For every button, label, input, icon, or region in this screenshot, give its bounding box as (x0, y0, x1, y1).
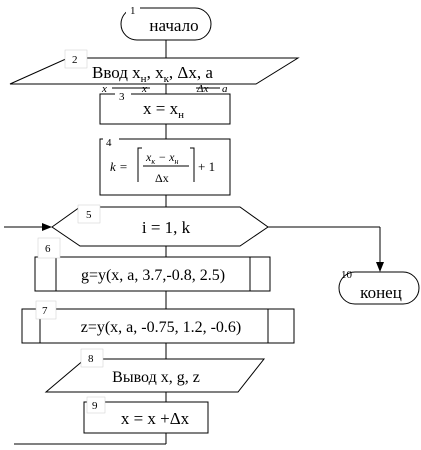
block-number: 7 (42, 305, 48, 317)
formula-lhs: k = (110, 159, 128, 174)
block-number: 5 (86, 209, 92, 221)
compute-z-label: z=y(x, a, -0.75, 1.2, -0.6) (81, 319, 242, 336)
compute-z-rect (21, 308, 295, 344)
block-number-box (77, 204, 101, 224)
block-loop: 5 i = 1, k (51, 204, 269, 247)
block-number-box (103, 136, 119, 150)
block-number-box (35, 300, 57, 320)
ghost-label: Δx (196, 83, 208, 95)
block-number: 4 (106, 137, 112, 149)
block-number: 3 (119, 91, 125, 103)
end-arrow-head (376, 262, 384, 272)
block-compute-z: 7 z=y(x, a, -0.75, 1.2, -0.6) (21, 300, 295, 344)
connectors (4, 40, 384, 445)
block-assign-x: 3 x = xн (99, 90, 231, 125)
block-compute-g: 6 g=y(x, a, 3.7,-0.8, 2.5) (34, 237, 271, 292)
block-number-box (86, 396, 106, 414)
block-number: 9 (92, 400, 98, 412)
block-number: 2 (72, 54, 78, 66)
bracket-left (137, 147, 142, 182)
block-increment: 9 x = x +Δx (83, 396, 209, 434)
block-number: 1 (130, 5, 136, 17)
end-label: конец (360, 283, 402, 302)
block-number: 6 (45, 243, 51, 255)
compute-g-rect (34, 256, 271, 292)
block-output: 8 Вывод x, g, z (44, 348, 266, 393)
formula-denominator: Δx (155, 171, 169, 185)
output-label: Вывод x, g, z (112, 369, 200, 386)
block-number: 8 (88, 353, 94, 365)
block-end: 10 конец (338, 269, 420, 305)
end-terminal-shape (338, 271, 420, 305)
block-input: 2 Ввод xн, xк, Δx, a x x Δx a (9, 49, 300, 95)
block-number: 10 (341, 269, 353, 281)
assign-x-label: x = xн (143, 99, 184, 121)
formula-numerator: xк − xн (145, 150, 179, 166)
block-start: начало 1 (120, 3, 212, 41)
loop-arrow-head (42, 223, 52, 231)
block-number-box (64, 49, 88, 69)
start-terminal-shape (120, 7, 212, 41)
start-label: начало (149, 16, 198, 35)
formula-rhs: + 1 (198, 159, 215, 174)
compute-k-rect (99, 138, 231, 196)
block-number-box (115, 90, 131, 103)
bracket-right (190, 147, 195, 182)
ghost-label: x (101, 83, 107, 95)
block-compute-k: 4 k = xк − xн Δx + 1 (99, 136, 231, 196)
increment-label: x = x +Δx (121, 409, 190, 428)
compute-g-label: g=y(x, a, 3.7,-0.8, 2.5) (81, 267, 225, 284)
input-label: Ввод xн, xк, Δx, a (92, 63, 213, 85)
block-number-box (80, 348, 104, 368)
ghost-label: x (141, 83, 147, 95)
ghost-label: a (222, 83, 228, 95)
block-number-box (126, 3, 140, 18)
loop-label: i = 1, k (142, 218, 191, 237)
block-number-box (37, 237, 61, 259)
